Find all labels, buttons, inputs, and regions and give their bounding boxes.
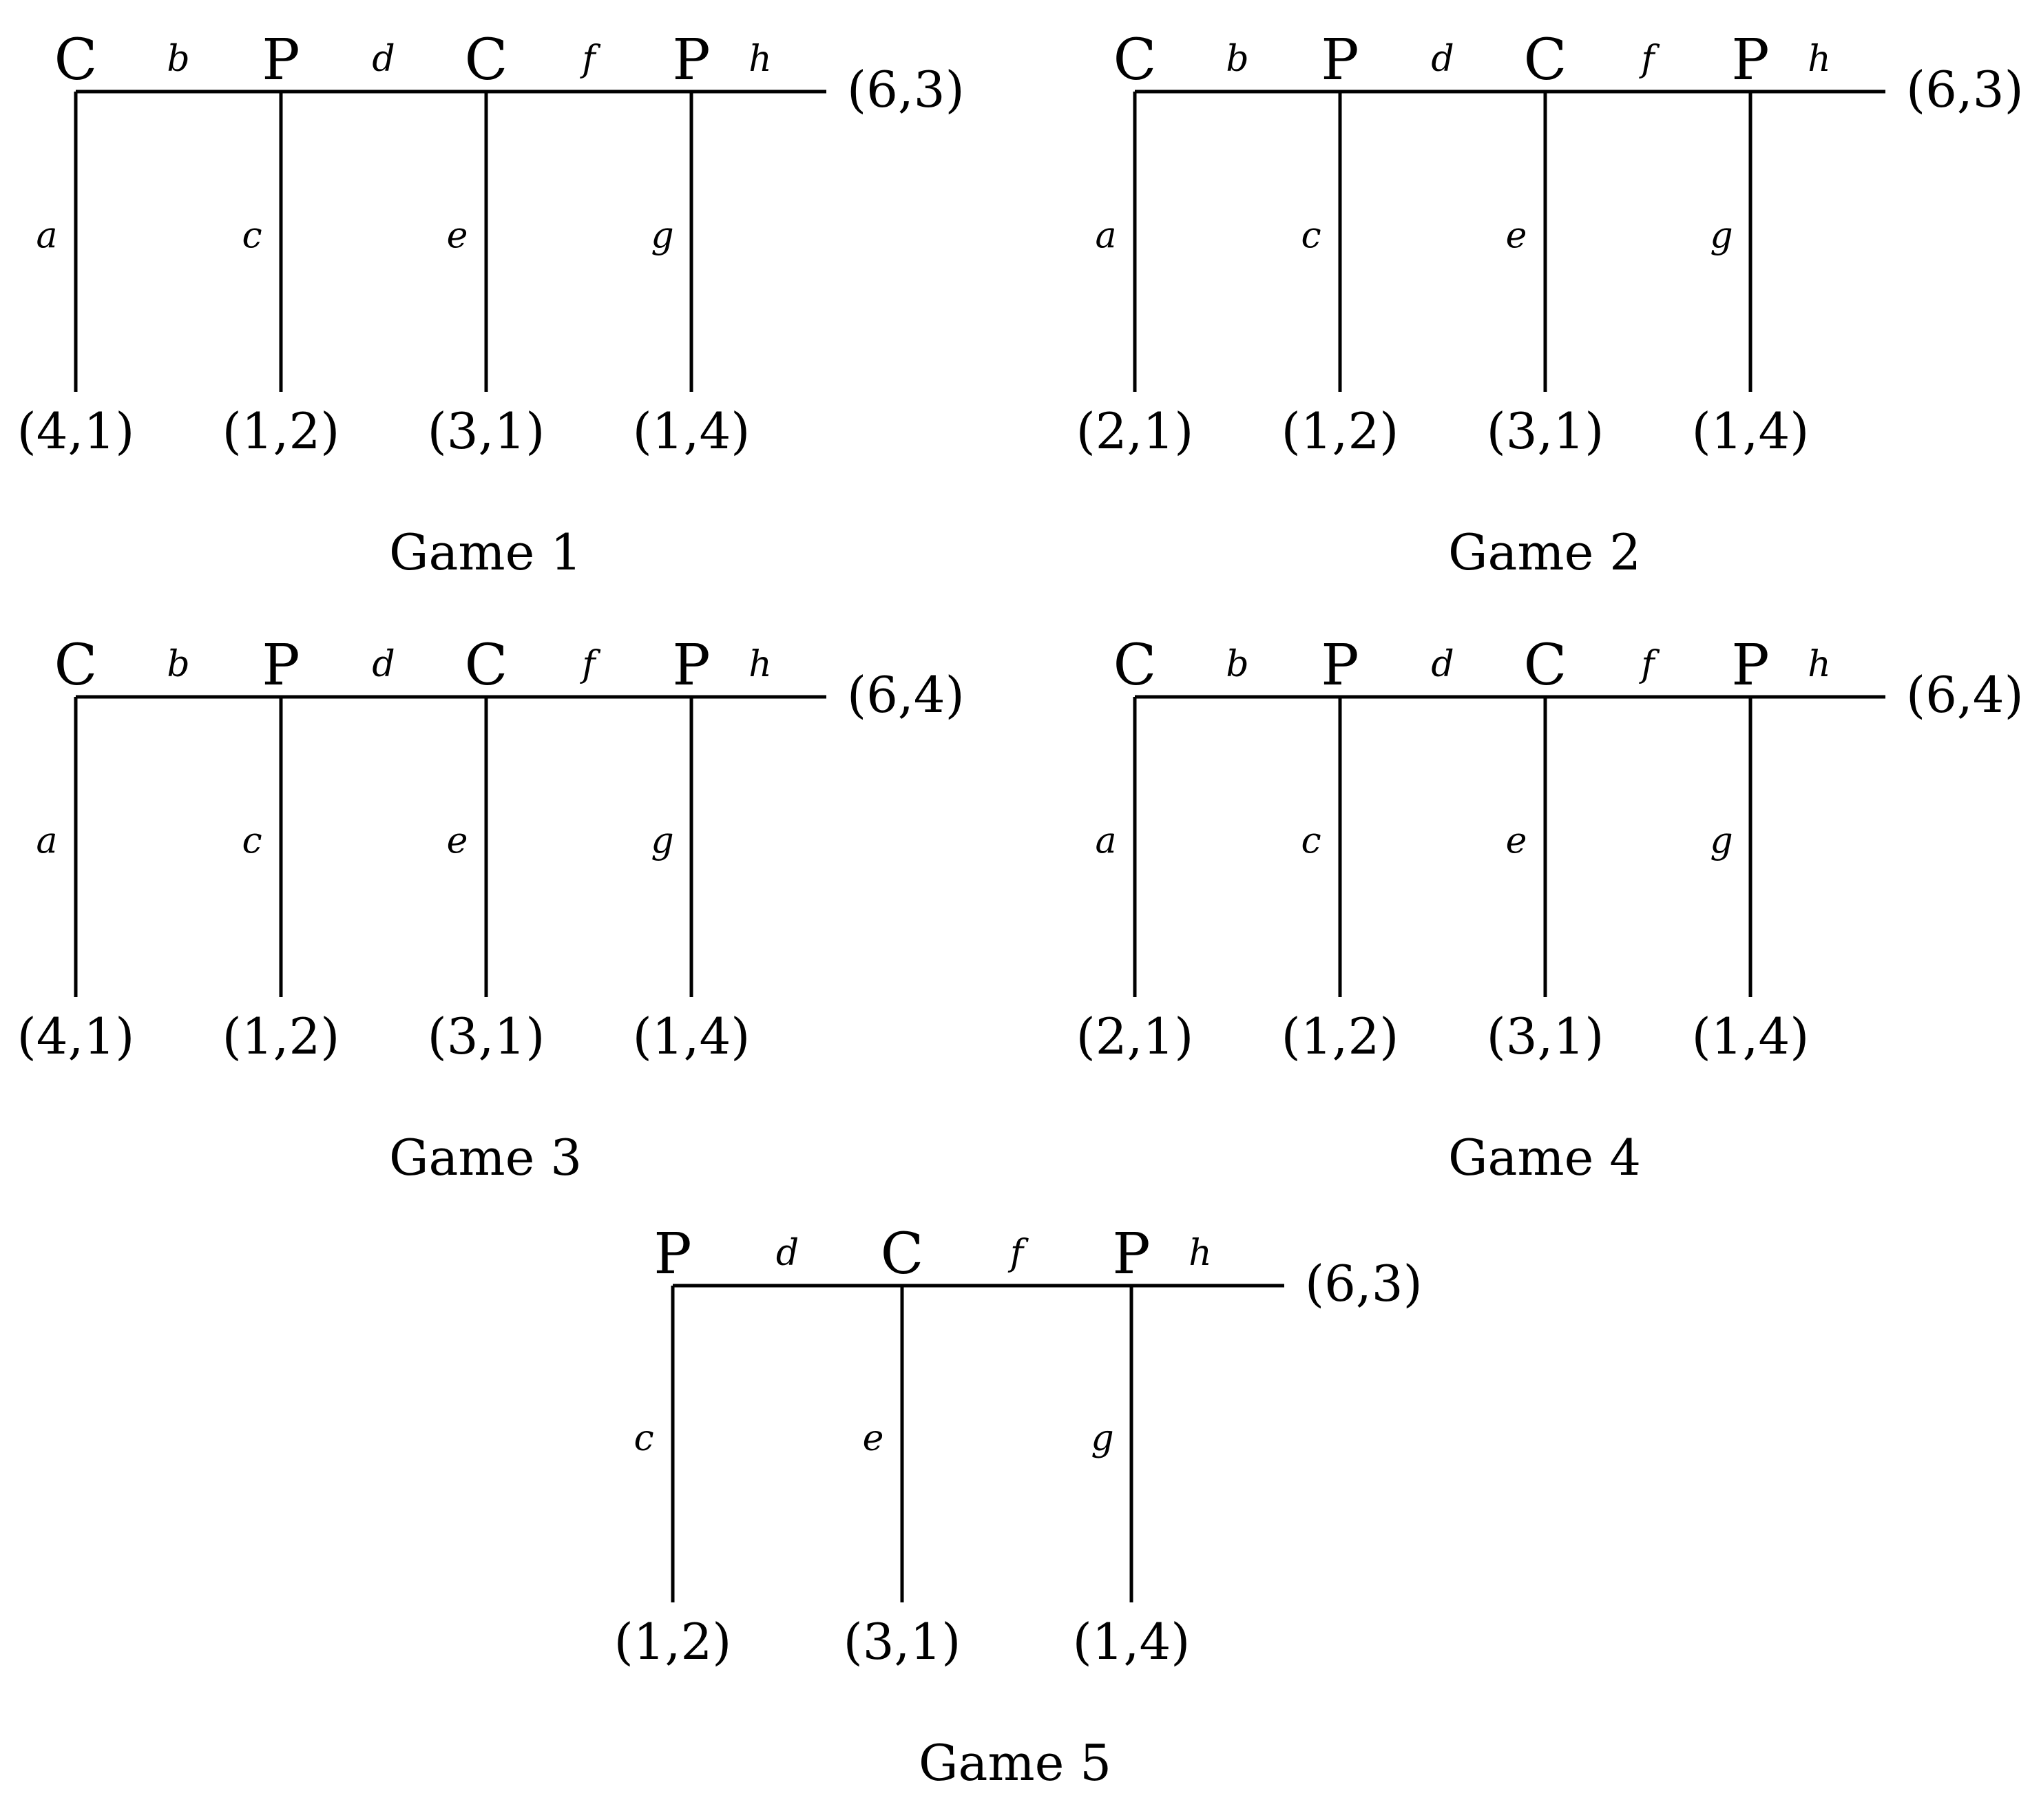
across-action-label: b [1226, 39, 1248, 80]
player-label: P [262, 633, 300, 698]
down-action-label: e [447, 216, 468, 257]
across-action-label: f [1638, 39, 1660, 80]
payoff-label: (4,1) [17, 1007, 135, 1065]
player-label: C [1113, 28, 1157, 93]
payoff-label: (1,2) [222, 1007, 340, 1065]
across-action-label: h [749, 644, 772, 685]
across-action-label: f [579, 644, 600, 685]
payoff-label: (1,4) [1073, 1613, 1191, 1671]
player-label: C [1524, 28, 1567, 93]
player-label: P [1321, 633, 1359, 698]
down-action-label: g [1710, 216, 1733, 257]
player-label: C [1524, 633, 1567, 698]
player-label: P [653, 1222, 691, 1287]
across-action-label: d [372, 39, 395, 80]
player-label: P [672, 28, 710, 93]
game-caption: Game 2 [1448, 523, 1641, 581]
game-caption: Game 5 [919, 1734, 1111, 1792]
terminal-payoff-label: (6,3) [1906, 61, 2024, 118]
payoff-label: (2,1) [1076, 1007, 1194, 1065]
across-action-label: d [1431, 644, 1454, 685]
down-action-label: g [1091, 1418, 1113, 1459]
down-action-label: e [863, 1418, 884, 1459]
payoff-label: (3,1) [1487, 1007, 1604, 1065]
game-caption: Game 3 [389, 1129, 582, 1186]
player-label: P [1112, 1222, 1150, 1287]
payoff-label: (1,4) [1692, 402, 1810, 460]
payoff-label: (1,4) [633, 1007, 751, 1065]
down-action-label: c [1301, 216, 1321, 257]
payoff-label: (3,1) [428, 402, 545, 460]
down-action-label: g [1710, 821, 1733, 862]
payoff-label: (2,1) [1076, 402, 1194, 460]
player-label: P [1731, 28, 1769, 93]
payoff-label: (4,1) [17, 402, 135, 460]
across-action-label: d [1431, 39, 1454, 80]
down-action-label: a [36, 821, 57, 862]
player-label: C [465, 633, 508, 698]
across-action-label: h [749, 39, 772, 80]
payoff-label: (1,2) [614, 1613, 732, 1671]
player-label: P [672, 633, 710, 698]
across-action-label: f [1638, 644, 1660, 685]
down-action-label: e [1506, 216, 1527, 257]
across-action-label: f [579, 39, 600, 80]
terminal-payoff-label: (6,3) [1305, 1255, 1423, 1312]
down-action-label: a [36, 216, 57, 257]
payoff-label: (1,4) [633, 402, 751, 460]
payoff-label: (1,2) [1281, 402, 1399, 460]
payoff-label: (1,2) [222, 402, 340, 460]
down-action-label: e [447, 821, 468, 862]
across-action-label: h [1808, 39, 1831, 80]
game-caption: Game 4 [1448, 1129, 1641, 1186]
terminal-payoff-label: (6,4) [847, 666, 965, 724]
down-action-label: c [242, 821, 262, 862]
terminal-payoff-label: (6,3) [847, 61, 965, 118]
down-action-label: g [651, 821, 673, 862]
payoff-label: (3,1) [428, 1007, 545, 1065]
across-action-label: d [372, 644, 395, 685]
down-action-label: c [1301, 821, 1321, 862]
down-action-label: a [1095, 821, 1116, 862]
across-action-label: b [1226, 644, 1248, 685]
player-label: C [54, 633, 98, 698]
across-action-label: h [1189, 1233, 1212, 1274]
player-label: P [1731, 633, 1769, 698]
payoff-label: (1,2) [1281, 1007, 1399, 1065]
player-label: P [262, 28, 300, 93]
payoff-label: (3,1) [844, 1613, 961, 1671]
across-action-label: d [776, 1233, 799, 1274]
down-action-label: g [651, 216, 673, 257]
player-label: C [881, 1222, 924, 1287]
across-action-label: h [1808, 644, 1831, 685]
across-action-label: b [167, 644, 189, 685]
across-action-label: f [1007, 1233, 1029, 1274]
down-action-label: e [1506, 821, 1527, 862]
down-action-label: c [634, 1418, 653, 1459]
game-caption: Game 1 [389, 523, 582, 581]
payoff-label: (1,4) [1692, 1007, 1810, 1065]
player-label: C [465, 28, 508, 93]
across-action-label: b [167, 39, 189, 80]
player-label: C [1113, 633, 1157, 698]
down-action-label: c [242, 216, 262, 257]
player-label: C [54, 28, 98, 93]
player-label: P [1321, 28, 1359, 93]
payoff-label: (3,1) [1487, 402, 1604, 460]
down-action-label: a [1095, 216, 1116, 257]
terminal-payoff-label: (6,4) [1906, 666, 2024, 724]
